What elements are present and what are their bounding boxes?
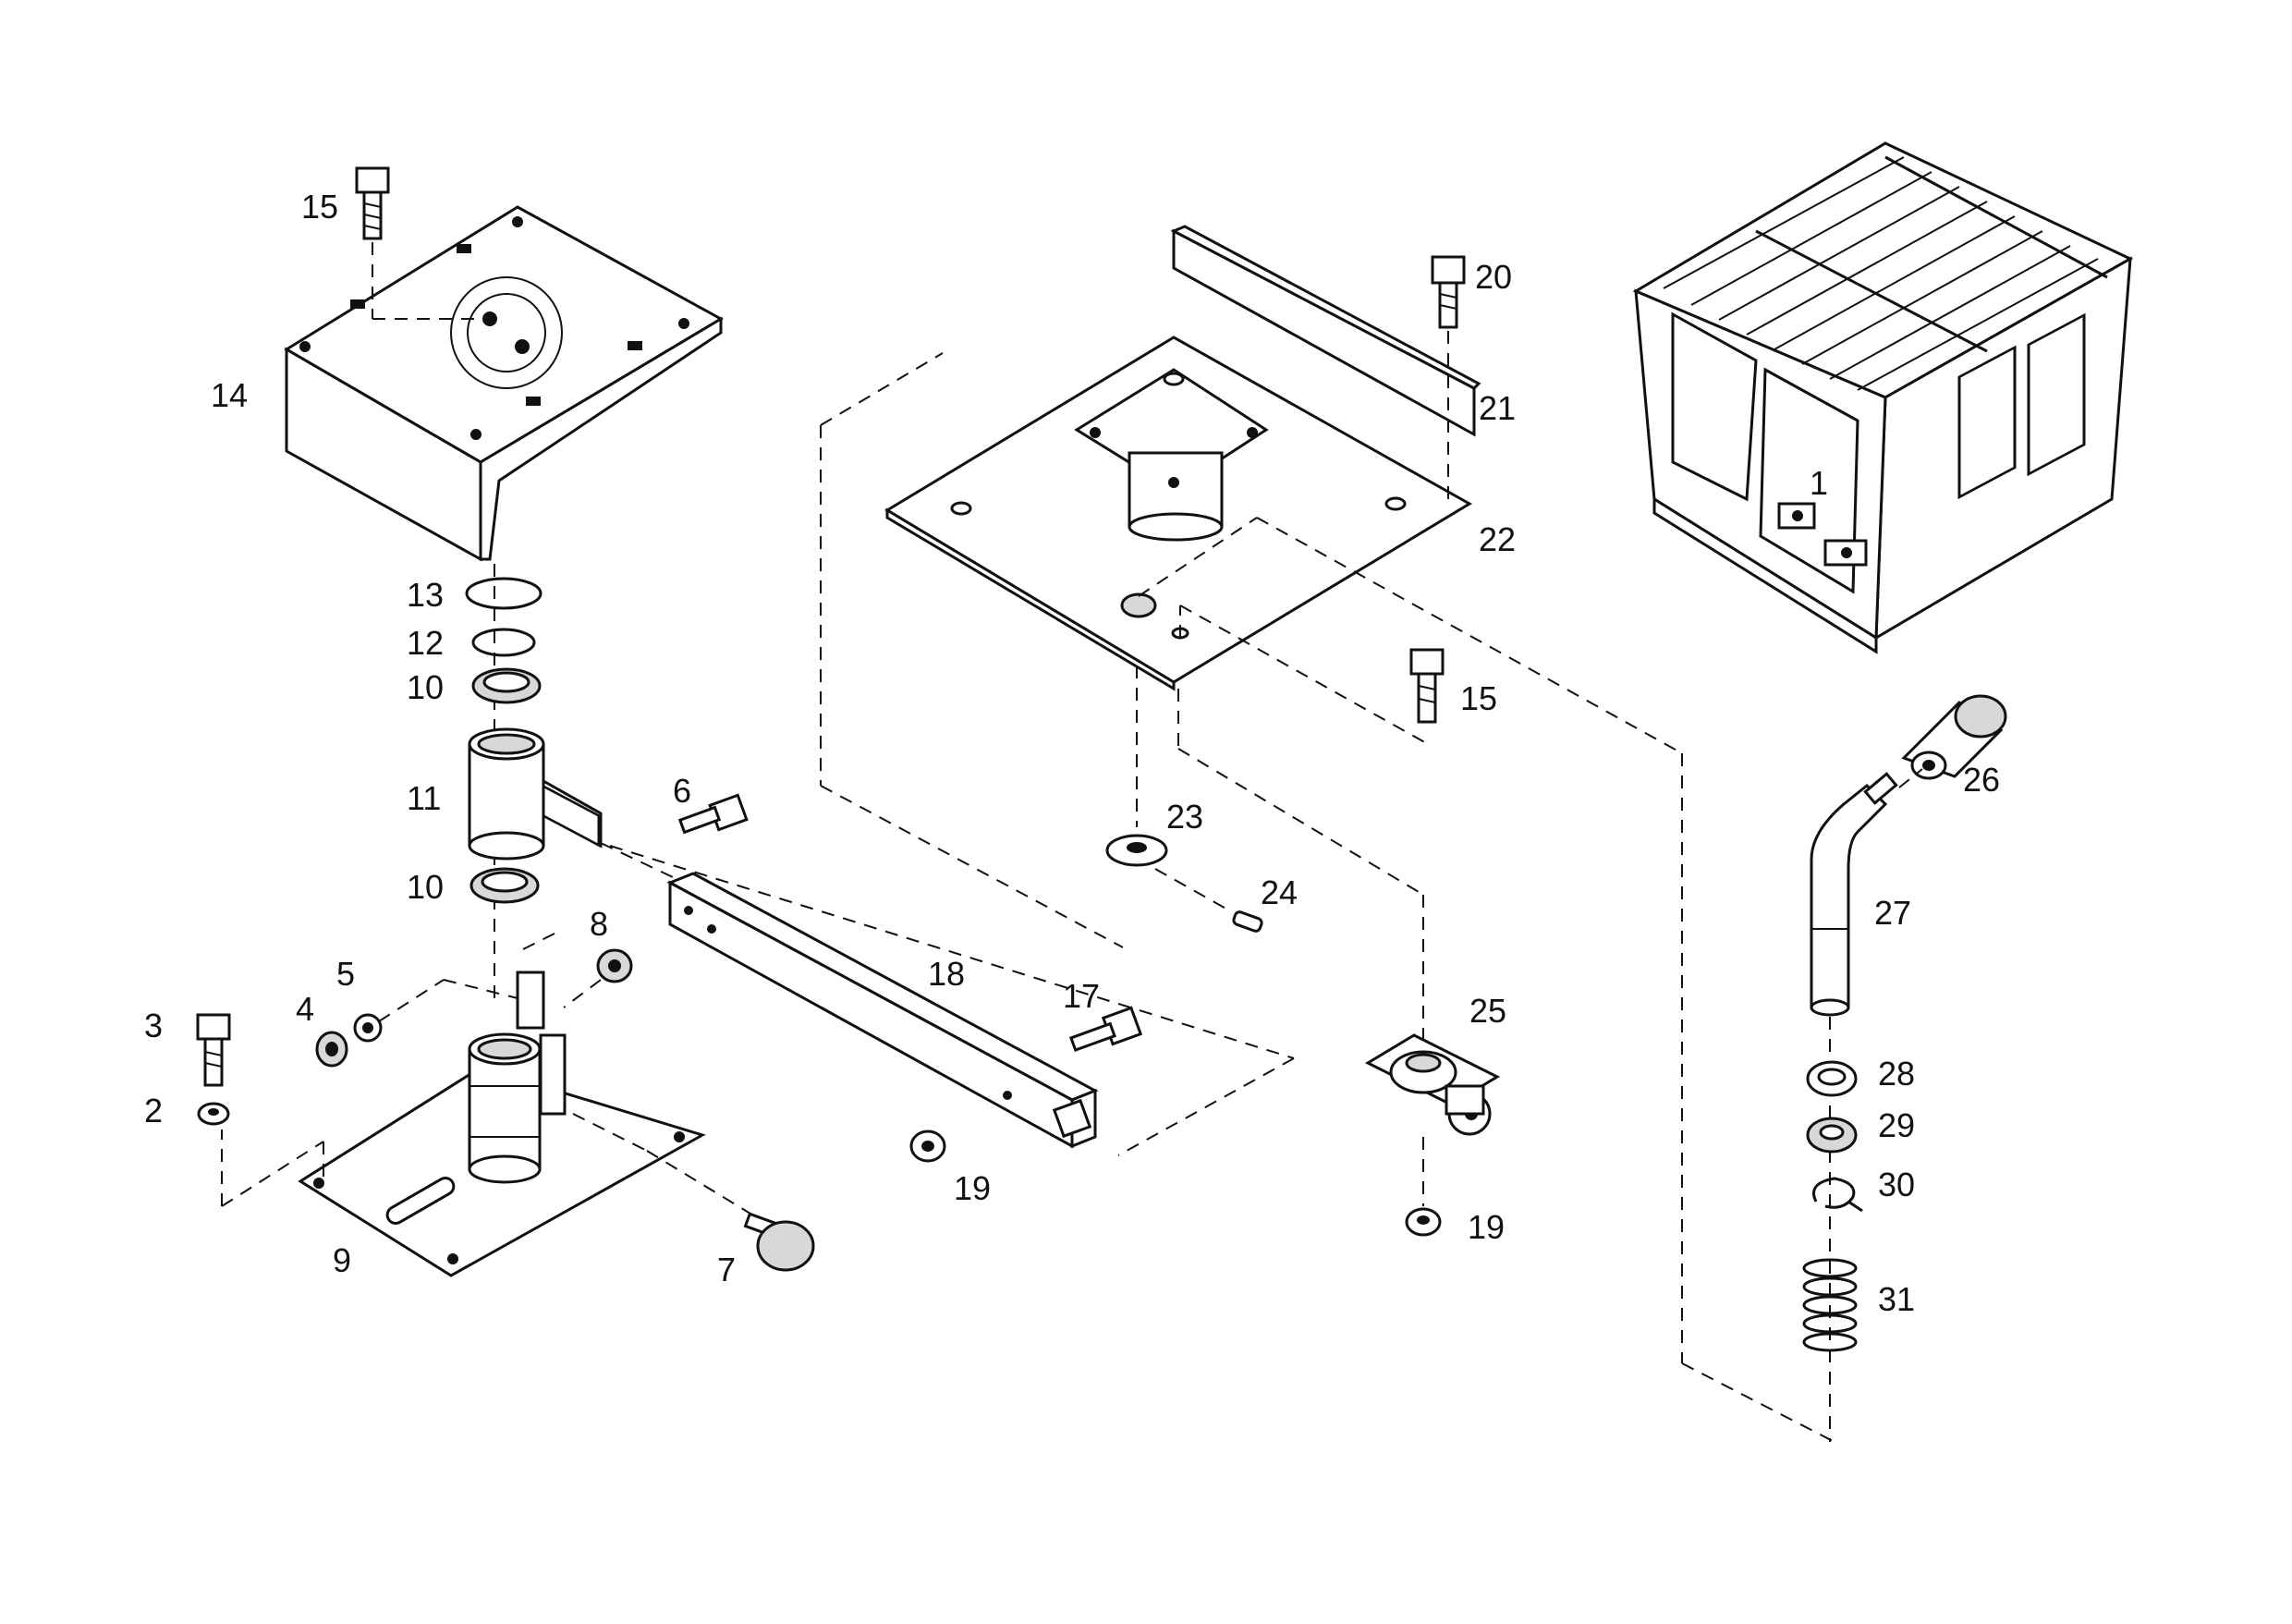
part-5-washer: [353, 979, 518, 1043]
callout-26: 26: [1963, 761, 2001, 799]
part-10-bushing-bottom: [469, 867, 540, 904]
callout-13: 13: [407, 576, 445, 614]
callout-22: 22: [1479, 520, 1517, 558]
part-20-bolt: [1431, 255, 1466, 504]
part-4-nut: [315, 1031, 348, 1068]
part-24-pin: [1232, 910, 1263, 933]
part-25-rubber-mount: [1364, 1033, 1501, 1136]
callout-23: 23: [1166, 798, 1204, 836]
callout-3: 3: [144, 1007, 164, 1044]
part-8-nut: [517, 933, 633, 1008]
callout-18: 18: [928, 955, 966, 993]
callout-24: 24: [1261, 873, 1298, 911]
part-29-washer: [1806, 1117, 1858, 1154]
part-22-mounting-plate: [820, 336, 1835, 1443]
part-28-circlip: [1806, 1060, 1858, 1097]
part-9-base-plate: [221, 971, 706, 1277]
part-1-cab-overview: [1632, 141, 2134, 654]
callout-5: 5: [336, 955, 356, 993]
callout-12: 12: [407, 624, 445, 662]
callout-29: 29: [1878, 1106, 1916, 1144]
callout-15-right: 15: [1460, 679, 1498, 717]
callout-10-upper: 10: [407, 668, 445, 706]
part-11-tee-housing: [468, 727, 603, 861]
part-27-lever: [1810, 772, 1898, 1442]
part-3-bolt: [196, 1013, 231, 1087]
part-19-nut-left: [909, 1129, 946, 1163]
callout-15-top: 15: [301, 188, 339, 226]
part-30-clip: [1812, 1177, 1863, 1213]
part-23-washer: [1105, 665, 1230, 911]
callout-20: 20: [1475, 258, 1513, 296]
callout-1: 1: [1810, 464, 1829, 502]
part-2-washer: [197, 1102, 230, 1126]
callout-4: 4: [296, 990, 315, 1028]
part-12-ring: [471, 628, 536, 657]
callout-21: 21: [1479, 389, 1517, 427]
part-13-circlip: [465, 577, 543, 610]
part-31-spring: [1802, 1258, 1858, 1352]
part-10-bushing-top: [471, 667, 542, 704]
part-15-bolt-right: [1409, 648, 1445, 724]
part-7-knob: [572, 1113, 815, 1272]
part-26-knob: [1898, 694, 2007, 788]
callout-28: 28: [1878, 1055, 1916, 1093]
callout-11: 11: [407, 779, 442, 817]
callout-19-right: 19: [1468, 1208, 1506, 1246]
part-17-bolt: [1069, 1006, 1143, 1053]
callout-27: 27: [1874, 894, 1912, 932]
callout-25: 25: [1469, 992, 1507, 1030]
callout-9: 9: [333, 1241, 352, 1279]
part-6-bolt: [600, 793, 749, 879]
callout-30: 30: [1878, 1166, 1916, 1203]
callout-6: 6: [673, 772, 692, 810]
callout-7: 7: [717, 1251, 737, 1288]
part-15-bolt-top: [355, 166, 490, 320]
callout-10-lower: 10: [407, 868, 445, 906]
callout-17: 17: [1063, 977, 1101, 1015]
callout-8: 8: [590, 905, 609, 943]
callout-31: 31: [1878, 1280, 1916, 1318]
callout-14: 14: [211, 376, 249, 414]
callout-2: 2: [144, 1092, 164, 1129]
part-19-nut-right: [1405, 1137, 1442, 1237]
axis-stack: [465, 564, 603, 998]
part-21-channel: [1170, 225, 1481, 437]
part-14-bracket-plate: [284, 205, 725, 562]
callout-19-left: 19: [954, 1169, 992, 1207]
part-18-square-tube: [609, 845, 1295, 1156]
